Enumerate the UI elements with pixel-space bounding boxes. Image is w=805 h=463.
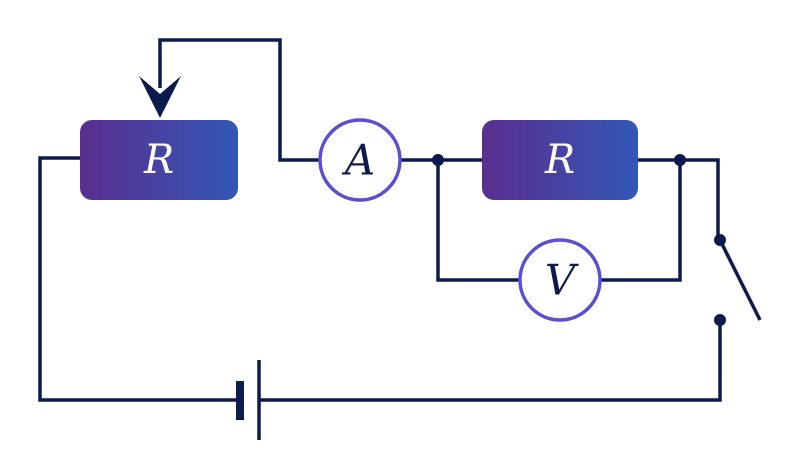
switch-terminal-top: [714, 234, 726, 246]
rheostat-label: R: [143, 137, 174, 183]
battery: [236, 360, 261, 440]
junction-dot-right: [674, 154, 686, 166]
wire-resistor-switch: [638, 158, 720, 240]
switch-lever[interactable]: [718, 239, 762, 321]
rheostat-body: [80, 120, 238, 200]
ammeter-ring: [318, 118, 402, 202]
resistor-body: [482, 120, 638, 200]
rheostat-slider-arrow[interactable]: [139, 76, 181, 118]
switch-terminal-bottom: [714, 314, 726, 326]
wire-left-loop: [38, 156, 240, 402]
wire-bottom-right: [258, 320, 722, 402]
voltmeter-ring: [518, 238, 602, 322]
wire-voltmeter-left: [436, 160, 520, 282]
ammeter-label: A: [341, 136, 375, 185]
wire-slider-lead: [158, 38, 320, 162]
resistor[interactable]: R: [482, 120, 638, 200]
voltmeter-label: V: [545, 256, 579, 305]
wire-voltmeter-right: [600, 160, 682, 282]
junction-dot-left: [432, 154, 444, 166]
ammeter[interactable]: A: [318, 118, 402, 202]
rheostat[interactable]: R: [80, 120, 238, 200]
resistor-label: R: [544, 137, 575, 183]
voltmeter[interactable]: V: [518, 238, 602, 322]
